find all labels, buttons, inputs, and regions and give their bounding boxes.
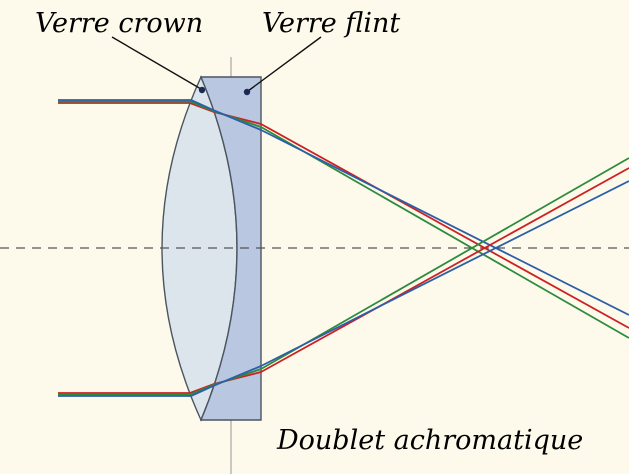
- flint-lens: [199, 76, 262, 421]
- flint-pointer-dot: [243, 88, 251, 96]
- flint-pointer-line: [247, 36, 322, 92]
- crown-pointer-dot: [198, 86, 206, 94]
- caption-label: Doublet achromatique: [276, 425, 583, 456]
- crown-pointer-line: [111, 36, 202, 90]
- ray-blue-bottom: [58, 180, 629, 397]
- flint-label: Verre flint: [262, 8, 400, 39]
- ray-blue-top: [58, 99, 629, 316]
- crown-label: Verre crown: [35, 8, 203, 39]
